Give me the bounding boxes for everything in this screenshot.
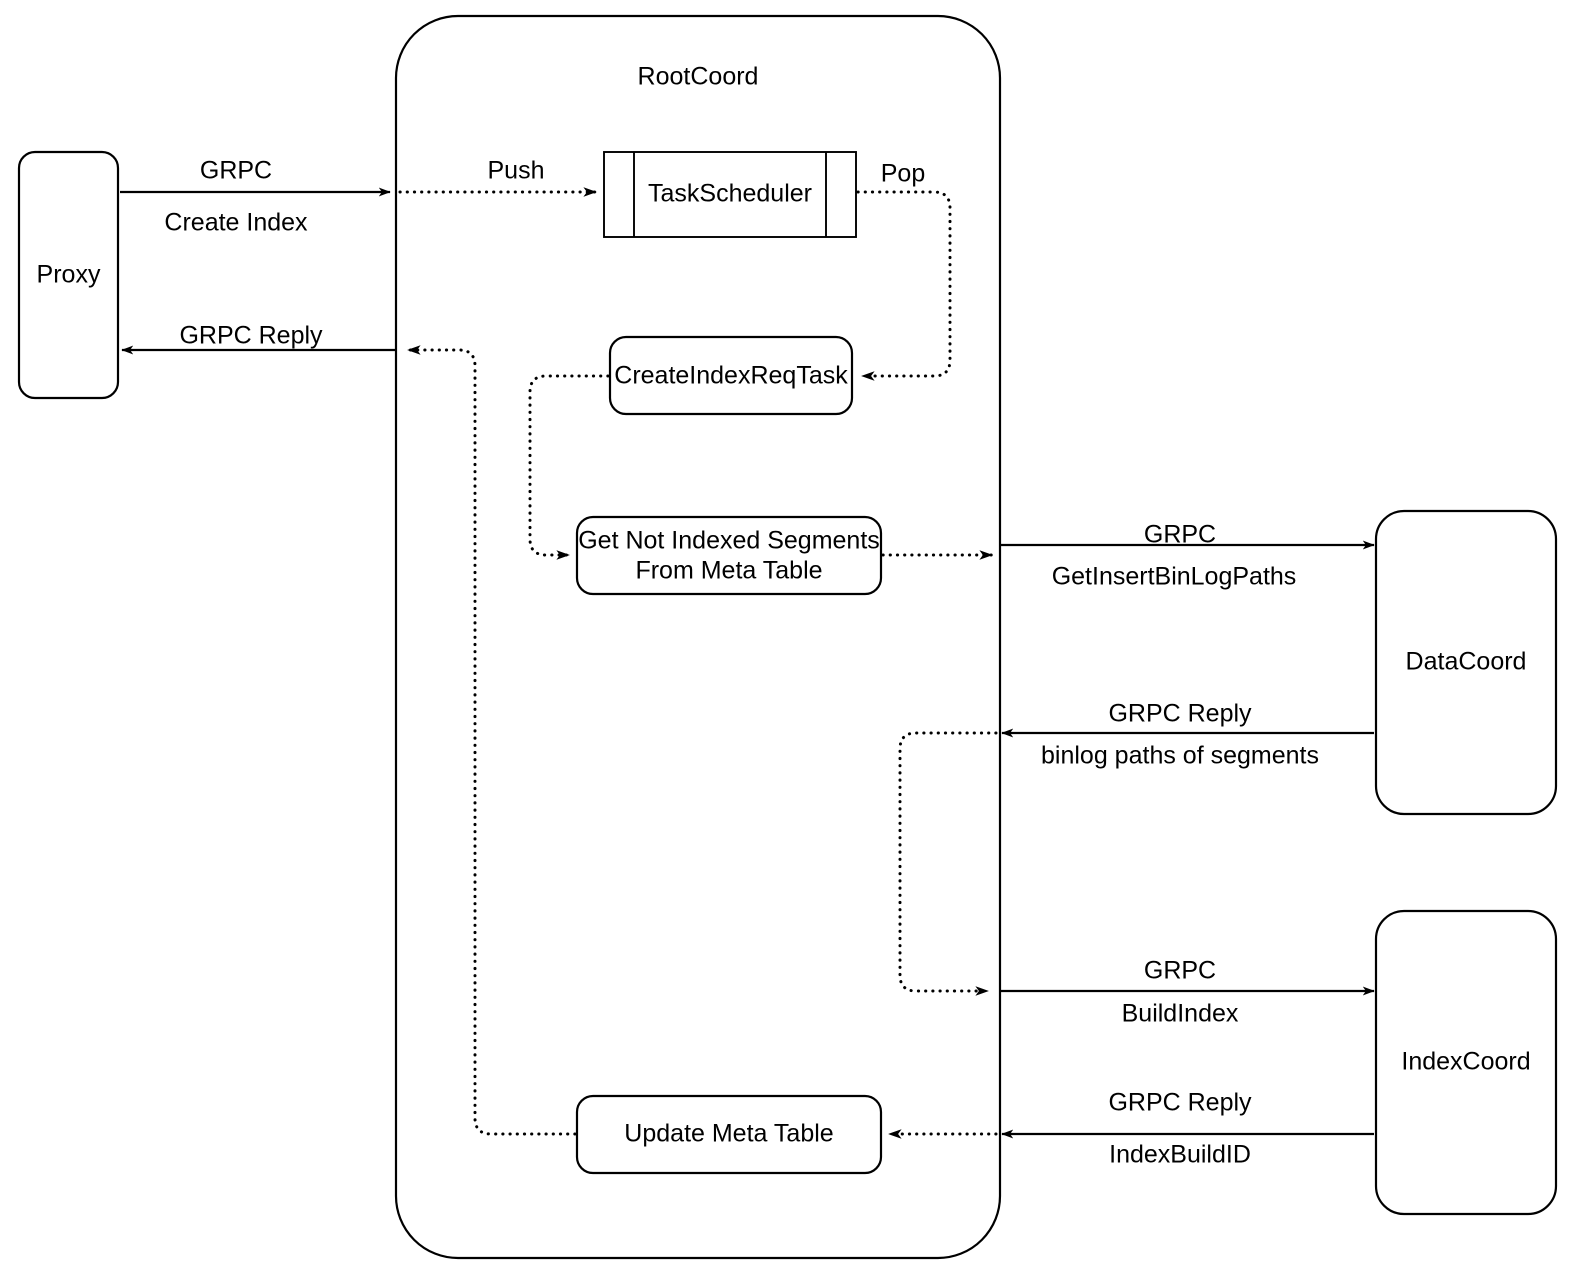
edge-indexcoord-to-rootcoord: GRPC Reply IndexBuildID bbox=[1001, 1089, 1374, 1169]
edge-rootcoord-to-datacoord: GRPC GetInsertBinLogPaths bbox=[1000, 521, 1375, 591]
edge-datacoord-to-rootcoord-label-bottom: binlog paths of segments bbox=[1041, 742, 1319, 770]
edge-proxy-to-rootcoord-label-top: GRPC bbox=[200, 157, 272, 185]
edge-indexcoord-to-rootcoord-label-top: GRPC Reply bbox=[1108, 1089, 1252, 1117]
get-not-indexed-segments-label-line1: Get Not Indexed Segments bbox=[578, 527, 880, 555]
data-coord-label: DataCoord bbox=[1406, 648, 1527, 676]
index-coord-label: IndexCoord bbox=[1401, 1048, 1530, 1076]
edge-rootcoord-to-proxy: GRPC Reply bbox=[121, 322, 396, 355]
node-get-not-indexed-segments[interactable]: Get Not Indexed Segments From Meta Table bbox=[575, 515, 883, 596]
rootcoord-title: RootCoord bbox=[638, 63, 759, 91]
edge-pop-from-scheduler: Pop bbox=[856, 160, 952, 381]
edge-binlog-to-buildindex-path bbox=[898, 731, 998, 996]
edge-datacoord-to-rootcoord: GRPC Reply binlog paths of segments bbox=[1001, 700, 1374, 770]
index-coord-box[interactable] bbox=[1374, 909, 1558, 1216]
node-proxy[interactable]: Proxy bbox=[17, 150, 120, 400]
data-coord-box[interactable] bbox=[1374, 509, 1558, 816]
edge-rootcoord-to-proxy-label-top: GRPC Reply bbox=[179, 322, 323, 350]
node-task-scheduler[interactable]: TaskScheduler bbox=[603, 151, 857, 238]
task-scheduler-box[interactable] bbox=[603, 151, 857, 238]
edge-datacoord-to-rootcoord-label-top: GRPC Reply bbox=[1108, 700, 1252, 728]
edge-rootcoord-to-indexcoord-label-bottom: BuildIndex bbox=[1122, 1000, 1239, 1028]
update-meta-table-box[interactable] bbox=[575, 1094, 883, 1175]
edge-rootcoord-to-indexcoord-label-top: GRPC bbox=[1144, 957, 1216, 985]
proxy-box[interactable] bbox=[17, 150, 120, 400]
update-meta-table-label: Update Meta Table bbox=[624, 1120, 833, 1148]
edge-indexcoord-to-rootcoord-label-bottom: IndexBuildID bbox=[1109, 1141, 1251, 1169]
node-data-coord[interactable]: DataCoord bbox=[1374, 509, 1558, 816]
edge-rootcoord-to-datacoord-label-top: GRPC bbox=[1144, 521, 1216, 549]
edge-proxy-to-rootcoord: GRPC Create Index bbox=[120, 157, 391, 237]
edge-update-meta-table-to-reply-path bbox=[406, 345, 577, 1136]
create-index-req-task-box[interactable] bbox=[608, 335, 854, 416]
edge-binlog-to-buildindex bbox=[898, 731, 998, 996]
task-scheduler-label: TaskScheduler bbox=[648, 180, 812, 208]
get-not-indexed-segments-box[interactable] bbox=[575, 515, 883, 596]
edge-rootcoord-to-datacoord-label-bottom: GetInsertBinLogPaths bbox=[1052, 563, 1297, 591]
edge-pop-path bbox=[856, 190, 952, 381]
edge-push-to-scheduler: Push bbox=[398, 157, 598, 197]
node-update-meta-table[interactable]: Update Meta Table bbox=[575, 1094, 883, 1175]
edge-rootcoord-to-indexcoord: GRPC BuildIndex bbox=[1000, 957, 1375, 1028]
edge-proxy-to-rootcoord-label-bottom: Create Index bbox=[164, 209, 308, 237]
proxy-label: Proxy bbox=[37, 261, 101, 289]
create-index-req-task-label: CreateIndexReqTask bbox=[614, 362, 848, 390]
node-create-index-req-task[interactable]: CreateIndexReqTask bbox=[608, 335, 854, 416]
edge-pop-label: Pop bbox=[881, 160, 925, 188]
get-not-indexed-segments-label-line2: From Meta Table bbox=[635, 557, 822, 585]
rootcoord-container-outline bbox=[394, 14, 1002, 1260]
node-index-coord[interactable]: IndexCoord bbox=[1374, 909, 1558, 1216]
edge-push-label: Push bbox=[488, 157, 545, 185]
rootcoord-container: RootCoord bbox=[394, 14, 1002, 1260]
edge-update-meta-table-to-reply bbox=[406, 345, 577, 1136]
